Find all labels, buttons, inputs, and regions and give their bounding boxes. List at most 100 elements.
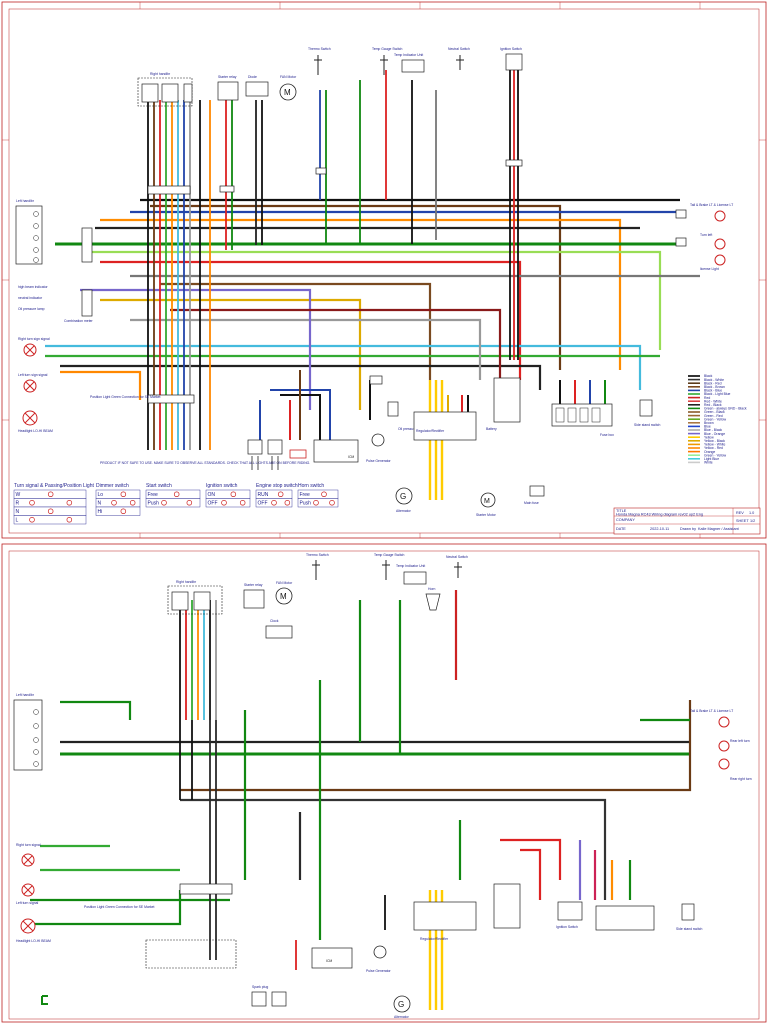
- legend-label: Red - White: [704, 399, 722, 403]
- headlight-2: Headlight LO-HI BEAM: [16, 918, 51, 943]
- switch-contact: [321, 491, 327, 498]
- wire-brown-1: [150, 204, 562, 370]
- legend-label: Green - Red: [704, 414, 723, 418]
- headlight-label: Headlight LO-HI BEAM: [18, 429, 53, 433]
- sheet-2-components: Right handlbr Starter relay Clock M FAN …: [13, 553, 752, 1019]
- left-handlebar-switch: Left handlbr: [15, 199, 43, 265]
- legend-label: Red - Black: [704, 403, 722, 407]
- headlight-label-2: Headlight LO-HI BEAM: [16, 939, 51, 943]
- wire-gray-2: [130, 318, 482, 380]
- left-handlebar-label-2: Left handlbr: [16, 693, 35, 697]
- oil-sensor: Oil pressure: [387, 401, 416, 431]
- neutral-ind-label: neutral indicator: [18, 296, 43, 300]
- switch-contact: [271, 500, 277, 506]
- switch-table-title: Start switch: [146, 483, 172, 489]
- alternator-symbol-2: G: [398, 1000, 404, 1009]
- switch-table-row: [13, 498, 87, 508]
- switch-table-row-label: Free: [300, 492, 311, 498]
- sheet-1-frame: [1, 1, 767, 539]
- title-block: TITLE Honda Magna RC43 Wiring diagram re…: [613, 507, 761, 535]
- switch-contact: [313, 500, 319, 506]
- legend-label: Black - Light Blue: [704, 392, 730, 396]
- sheet-1-harness-wires: [45, 198, 700, 410]
- alternator-symbol: G: [400, 492, 406, 501]
- legend-label: Blue - Black: [704, 428, 722, 432]
- wire-darkred-1: [170, 308, 502, 380]
- right-turn-2: Right turn signal: [16, 843, 41, 867]
- left-handlebar-box-2: [145, 939, 237, 969]
- legend-label: Green - always GND - Black: [704, 407, 747, 411]
- drawn-label: Drawn by: [680, 527, 696, 531]
- switch-table-title: Ignition switch: [206, 483, 238, 489]
- left-handlebar-label: Left handlbr: [16, 199, 35, 203]
- wire-lightblue-1: [45, 344, 642, 390]
- high-beam-label: high beam indicator: [18, 285, 48, 289]
- starter-relay-label: Starter relay: [218, 75, 237, 79]
- switch-table-row: [13, 515, 87, 525]
- ignition-switch: Ignition Switch: [500, 47, 523, 71]
- switch-table-row-label: N: [16, 509, 20, 515]
- combination-meter-label: Combination meter: [64, 319, 94, 323]
- ignition-label: Ignition Switch: [500, 47, 522, 51]
- license-light-label: license Light: [700, 267, 719, 271]
- regulator-label-2: Regulator/Rectifier: [420, 937, 449, 941]
- right-handlebar-switch: Right handlbr: [137, 72, 193, 107]
- legend-label: Black - Red: [704, 381, 722, 385]
- neutral-switch-label-2: Neutral Switch: [446, 555, 468, 559]
- battery-2: [493, 883, 521, 929]
- oil-sensor-label: Oil pressure: [398, 427, 416, 431]
- legend-label: Green - Yellow: [704, 417, 727, 421]
- legend-label: Yellow - Black: [704, 439, 725, 443]
- pulse-generator: Pulse Generator: [366, 433, 392, 463]
- switch-table-row-label: Push: [148, 501, 160, 507]
- sheet-1: Right handlbr Starter relay Diode M FAN …: [1, 1, 767, 539]
- icm: ICM: [289, 439, 359, 463]
- sheet-1-connectors: [81, 159, 687, 404]
- switch-contact: [47, 491, 54, 498]
- right-handlebar-switch-2: Right handlbr: [167, 580, 223, 615]
- legend-label: Green - Yellow: [704, 453, 727, 457]
- rear-right-label-2: Rear right turn: [730, 777, 752, 781]
- legend-label: Black: [704, 374, 713, 378]
- fan-motor-2: M FAN Motor: [275, 581, 293, 605]
- switch-table-row-label: R: [16, 501, 20, 507]
- headlight: Headlight LO-HI BEAM: [18, 410, 53, 433]
- fan-motor-label-2: FAN Motor: [276, 581, 293, 585]
- left-handlebar-2: Left handlbr: [13, 693, 43, 771]
- legend-label: Yellow: [704, 435, 714, 439]
- spark-label-2: Spark plug: [252, 985, 268, 989]
- spark-2: Spark plug: [251, 985, 287, 1007]
- legend-label: Blue: [704, 425, 711, 429]
- fan-motor: M FAN Motor: [279, 75, 297, 101]
- switch-table-row-label: L: [16, 518, 19, 524]
- switch-table-row-label: OFF: [258, 501, 268, 507]
- switch-contact: [29, 500, 35, 506]
- wire-red-1: [100, 260, 522, 380]
- sheet-label: SHEET: [736, 519, 749, 523]
- legend-label: Black - Brown: [704, 385, 725, 389]
- switch-contact: [47, 508, 54, 515]
- turn-left-label: Turn left: [700, 233, 712, 237]
- neutral-switch-label: Neutral Switch: [448, 47, 470, 51]
- fuse-box-label: Fuse box: [600, 433, 614, 437]
- alternator-label: Alternator: [396, 509, 412, 513]
- icm-label-2: ICM: [326, 959, 332, 963]
- thermo-switch-label-2: Thermo Switch: [306, 553, 329, 557]
- legend-label: Black - White: [704, 378, 724, 382]
- switch-contact: [284, 500, 291, 506]
- temp-indicator-label: Temp Indicator Unit: [394, 53, 423, 57]
- switch-contact: [129, 500, 136, 506]
- main-fuse-label: Main fuse: [524, 501, 539, 505]
- switch-table-row: [95, 506, 141, 516]
- legend-label: Yellow - Red: [704, 446, 723, 450]
- legend-label: Blue - Orange: [704, 432, 725, 436]
- switch-contact: [239, 500, 246, 506]
- switch-table-title: Dimmer switch: [96, 483, 129, 489]
- switch-table-row-label: W: [16, 492, 21, 498]
- thermo-switch-2: Thermo Switch: [306, 553, 329, 580]
- wire-brown-2: [160, 282, 432, 380]
- pulse-generator-2: Pulse Generator: [366, 945, 392, 973]
- sheet-2-inner-frame: [8, 550, 760, 1020]
- pulse-gen-label-2: Pulse Generator: [366, 969, 392, 973]
- switch-table-row: [145, 498, 201, 508]
